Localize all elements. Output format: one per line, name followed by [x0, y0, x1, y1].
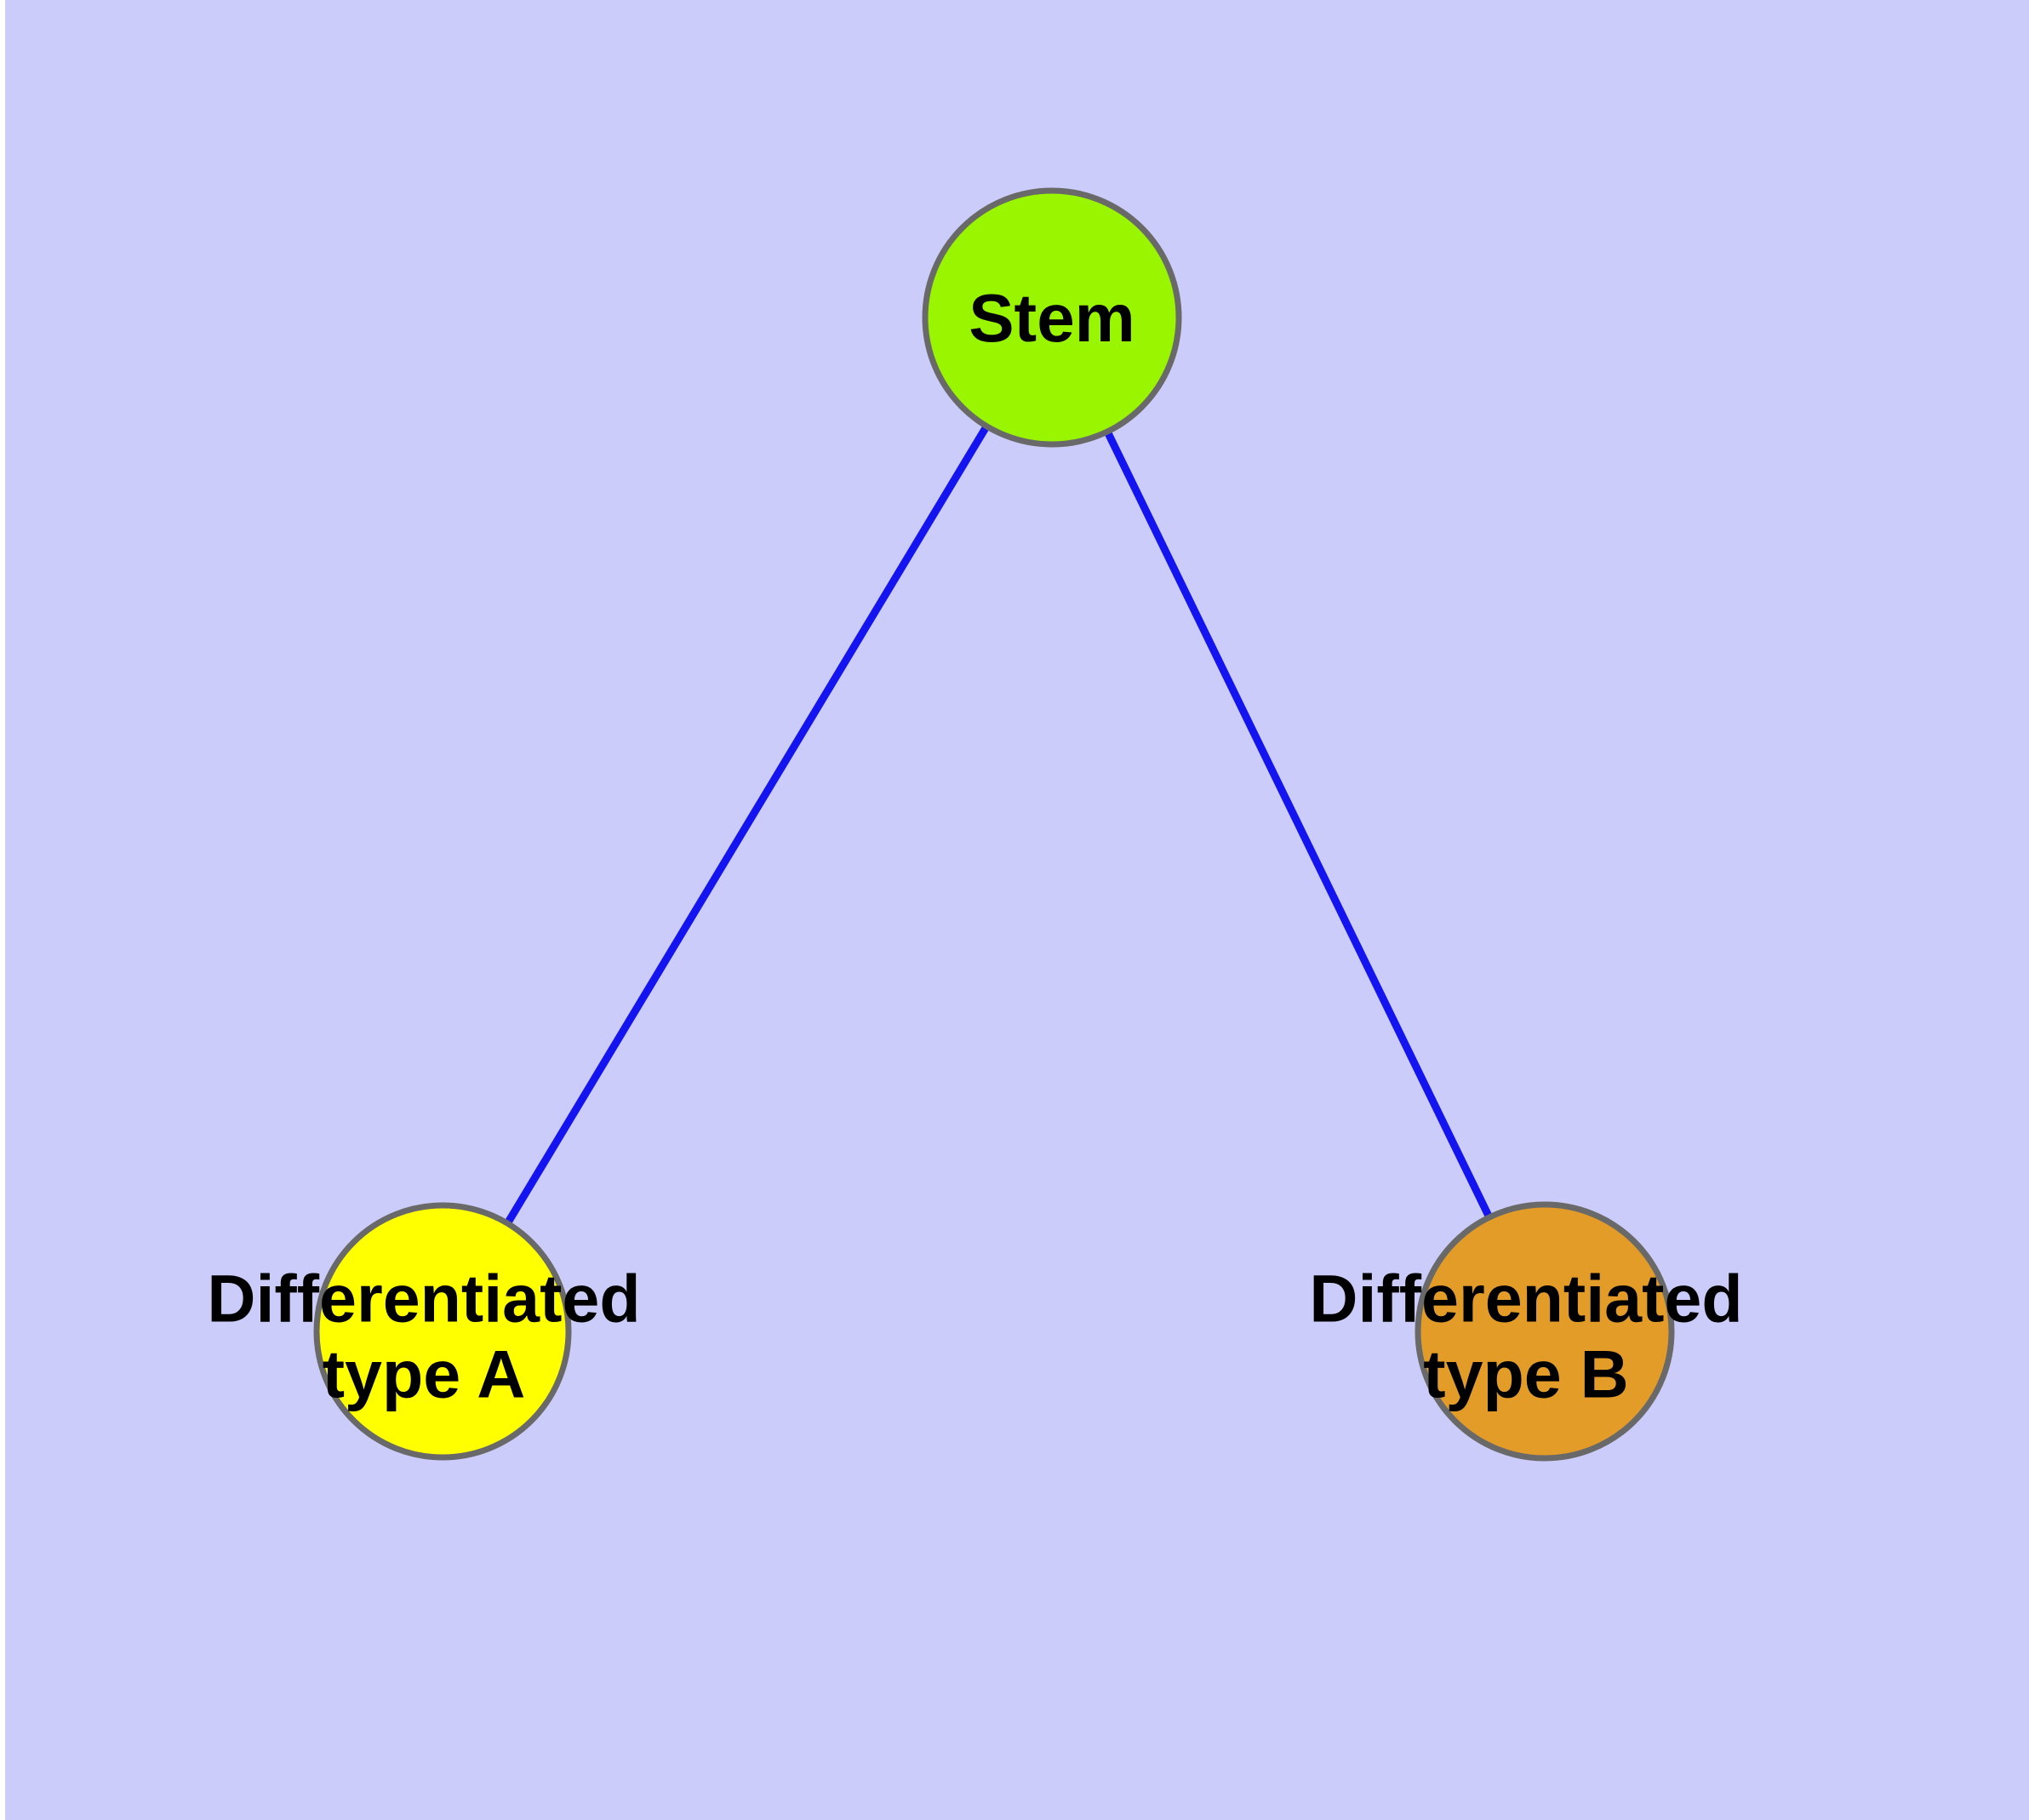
edge-stem-to-differentiated-type-a[interactable] [439, 315, 1055, 1334]
edge-layer [439, 315, 1549, 1334]
node-circle-diff-b[interactable] [1415, 1201, 1675, 1462]
edge-stem-to-differentiated-type-b[interactable] [1048, 316, 1549, 1333]
node-circle-stem[interactable] [922, 187, 1182, 448]
node-circle-diff-a[interactable] [313, 1202, 572, 1461]
node-layer [313, 187, 1675, 1462]
